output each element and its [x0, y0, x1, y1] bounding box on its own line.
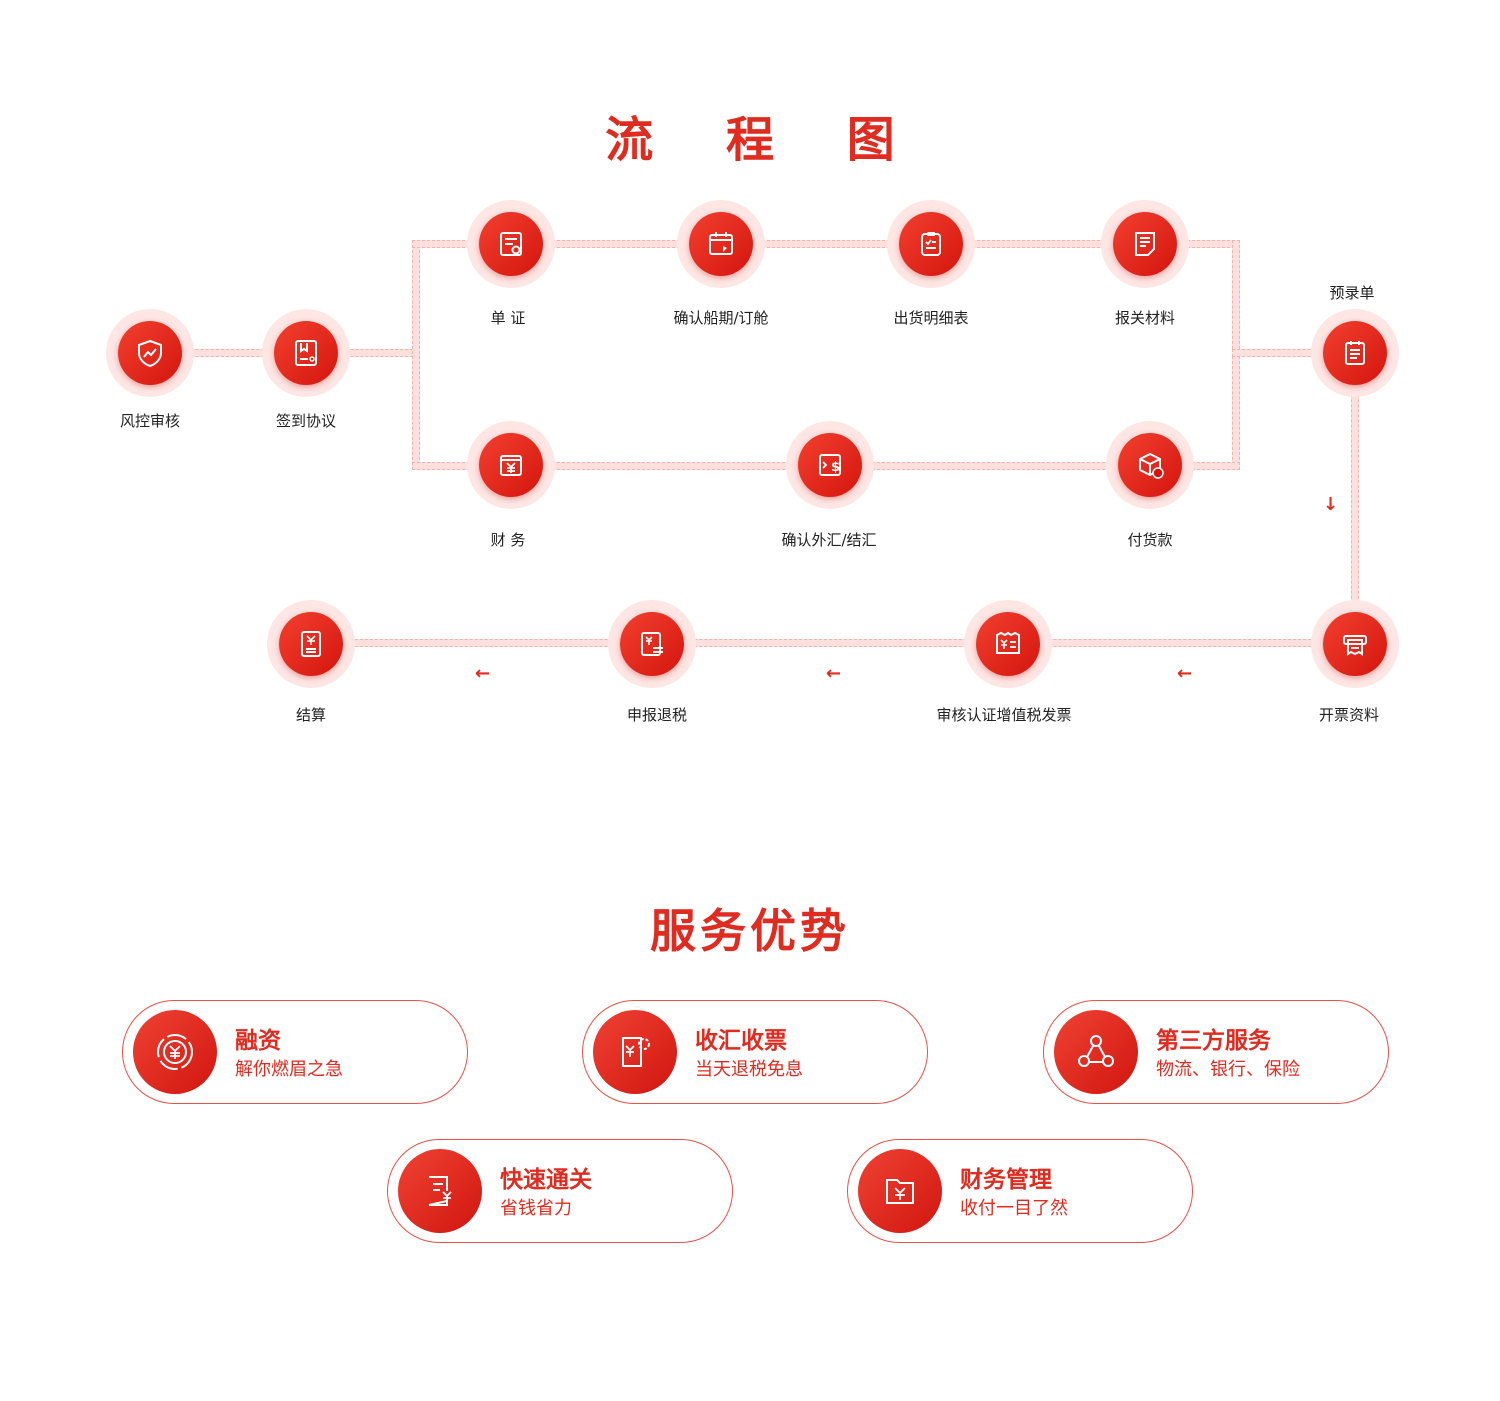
flow-node-pay: [1106, 421, 1194, 509]
arrow-down: ↓: [1323, 494, 1339, 515]
flow-node-finance: [467, 421, 555, 509]
bill-gear-icon: [622, 1037, 650, 1067]
advantage-subtitle: 收付一目了然: [960, 1198, 1068, 1219]
flow-node-ship: [677, 200, 765, 288]
tax-refund-icon: [641, 632, 663, 656]
flow-node-docs: [467, 200, 555, 288]
advantage-icon-wrap: [858, 1149, 942, 1233]
clipboard-icon: [921, 232, 941, 256]
advantage-title: 快速通关: [500, 1167, 592, 1193]
advantage-card-finance: 财务管理 收付一目了然: [847, 1139, 1193, 1243]
yen-coin-icon: [157, 1034, 193, 1070]
fast-doc-icon: [428, 1176, 452, 1206]
calendar-icon: [709, 232, 733, 255]
form-icon: [1345, 341, 1365, 365]
flow-node-risk: [106, 309, 194, 397]
flow-node-customs: [1101, 200, 1189, 288]
flow-label-docs: 单 证: [490, 309, 526, 327]
receipt-icon: [996, 631, 1020, 654]
advantage-subtitle: 当天退税免息: [695, 1059, 803, 1080]
advantage-card-collection: 收汇收票 当天退税免息: [582, 1000, 928, 1104]
arrow-left-3: ←: [475, 663, 491, 684]
advantage-subtitle: 解你燃眉之急: [235, 1059, 343, 1080]
flow-node-pre: [1311, 309, 1399, 397]
advantage-icon-wrap: [1054, 1010, 1138, 1094]
document-gear-icon: [500, 232, 522, 256]
connector-loop-left: [412, 240, 420, 470]
yen-folder-icon: [886, 1179, 914, 1204]
advantage-title: 融资: [235, 1028, 281, 1054]
flow-node-vat: [964, 600, 1052, 688]
flow-node-invoice: [1311, 600, 1399, 688]
flow-label-invoice: 开票资料: [1318, 706, 1379, 724]
flow-label-refund: 申报退税: [626, 706, 687, 724]
flow-label-finance: 财 务: [490, 531, 526, 549]
printer-icon: [1343, 635, 1367, 656]
advantage-icon-wrap: [133, 1010, 217, 1094]
svg-text:$: $: [831, 460, 840, 475]
flow-label-pay: 付货款: [1127, 531, 1173, 549]
advantage-icon-wrap: [398, 1149, 482, 1233]
advantage-subtitle: 省钱省力: [500, 1198, 572, 1219]
advantage-card-third-party: 第三方服务 物流、银行、保险: [1043, 1000, 1389, 1104]
flow-label-vat: 审核认证增值税发票: [936, 706, 1072, 724]
arrow-left-1: ←: [1177, 663, 1193, 684]
advantage-title: 第三方服务: [1156, 1028, 1271, 1054]
package-yen-icon: [1139, 452, 1164, 479]
advantage-title: 收汇收票: [695, 1028, 787, 1054]
advantage-icon-wrap: [593, 1010, 677, 1094]
flow-node-fx: $: [786, 421, 874, 509]
flow-label-list: 出货明细表: [893, 309, 969, 327]
exchange-icon: $: [819, 454, 841, 476]
advantage-subtitle: 物流、银行、保险: [1156, 1059, 1300, 1080]
flow-label-ship: 确认船期/订舱: [673, 309, 769, 327]
advantage-card-customs: 快速通关 省钱省力: [387, 1139, 733, 1243]
connector-row3: [310, 639, 1356, 647]
flow-node-settle: [267, 600, 355, 688]
shield-icon: [138, 339, 162, 368]
file-list-icon: [1135, 232, 1155, 256]
flow-label-customs: 报关材料: [1114, 309, 1175, 327]
flow-label-sign: 签到协议: [275, 412, 336, 430]
advantage-title: 财务管理: [960, 1167, 1052, 1193]
arrow-left-2: ←: [826, 663, 842, 684]
flow-label-fx: 确认外汇/结汇: [781, 531, 877, 549]
yen-wallet-icon: [500, 455, 522, 476]
network-icon: [1078, 1035, 1114, 1067]
flow-node-refund: [608, 600, 696, 688]
flow-node-sign: [262, 309, 350, 397]
flow-node-list: [887, 200, 975, 288]
flow-chart-title: 流 程 图: [605, 112, 923, 168]
advantages-title: 服务优势: [650, 904, 850, 958]
settlement-icon: [301, 631, 321, 657]
flow-label-settle: 结算: [295, 706, 326, 724]
flow-label-risk: 风控审核: [119, 412, 180, 430]
flow-label-pre: 预录单: [1329, 284, 1375, 302]
contract-icon: [295, 340, 317, 366]
advantage-card-financing: 融资 解你燃眉之急: [122, 1000, 468, 1104]
